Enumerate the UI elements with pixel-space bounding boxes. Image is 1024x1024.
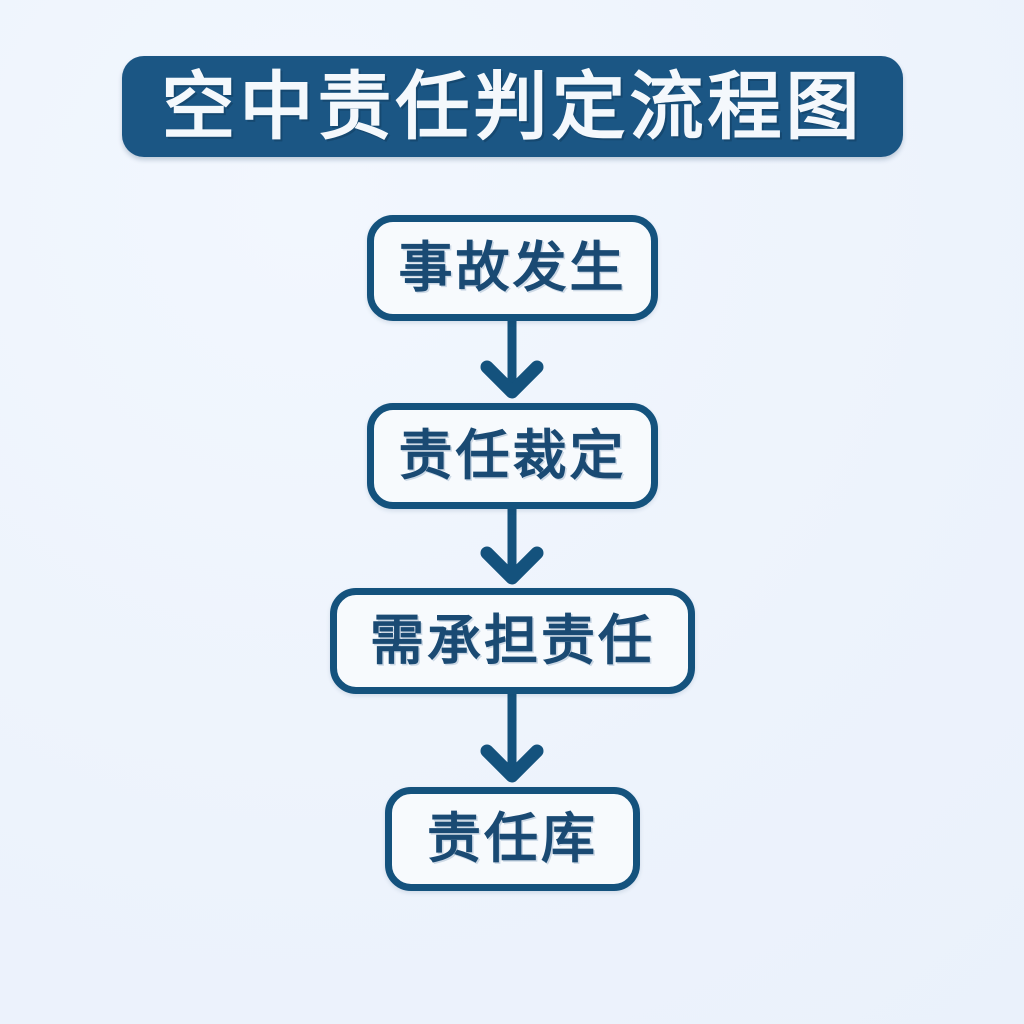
- arrow-node2-to-node3: [480, 509, 544, 585]
- page-title: 空中责任判定流程图: [161, 63, 864, 150]
- flow-node-liability-ruling[interactable]: 责任裁定: [367, 403, 658, 509]
- flow-node-label: 需承担责任: [370, 609, 655, 672]
- flow-node-accident-occurs[interactable]: 事故发生: [367, 215, 658, 321]
- flow-node-label: 责任库: [427, 807, 598, 870]
- flow-node-label: 责任裁定: [398, 424, 627, 487]
- flow-node-liability-repository[interactable]: 责任库: [385, 787, 640, 891]
- arrow-node3-to-node4: [480, 694, 544, 783]
- flow-node-label: 事故发生: [398, 236, 627, 299]
- arrow-node1-to-node2: [480, 321, 544, 399]
- flow-node-must-bear-liability[interactable]: 需承担责任: [330, 588, 695, 694]
- page-title-banner: 空中责任判定流程图: [122, 56, 903, 157]
